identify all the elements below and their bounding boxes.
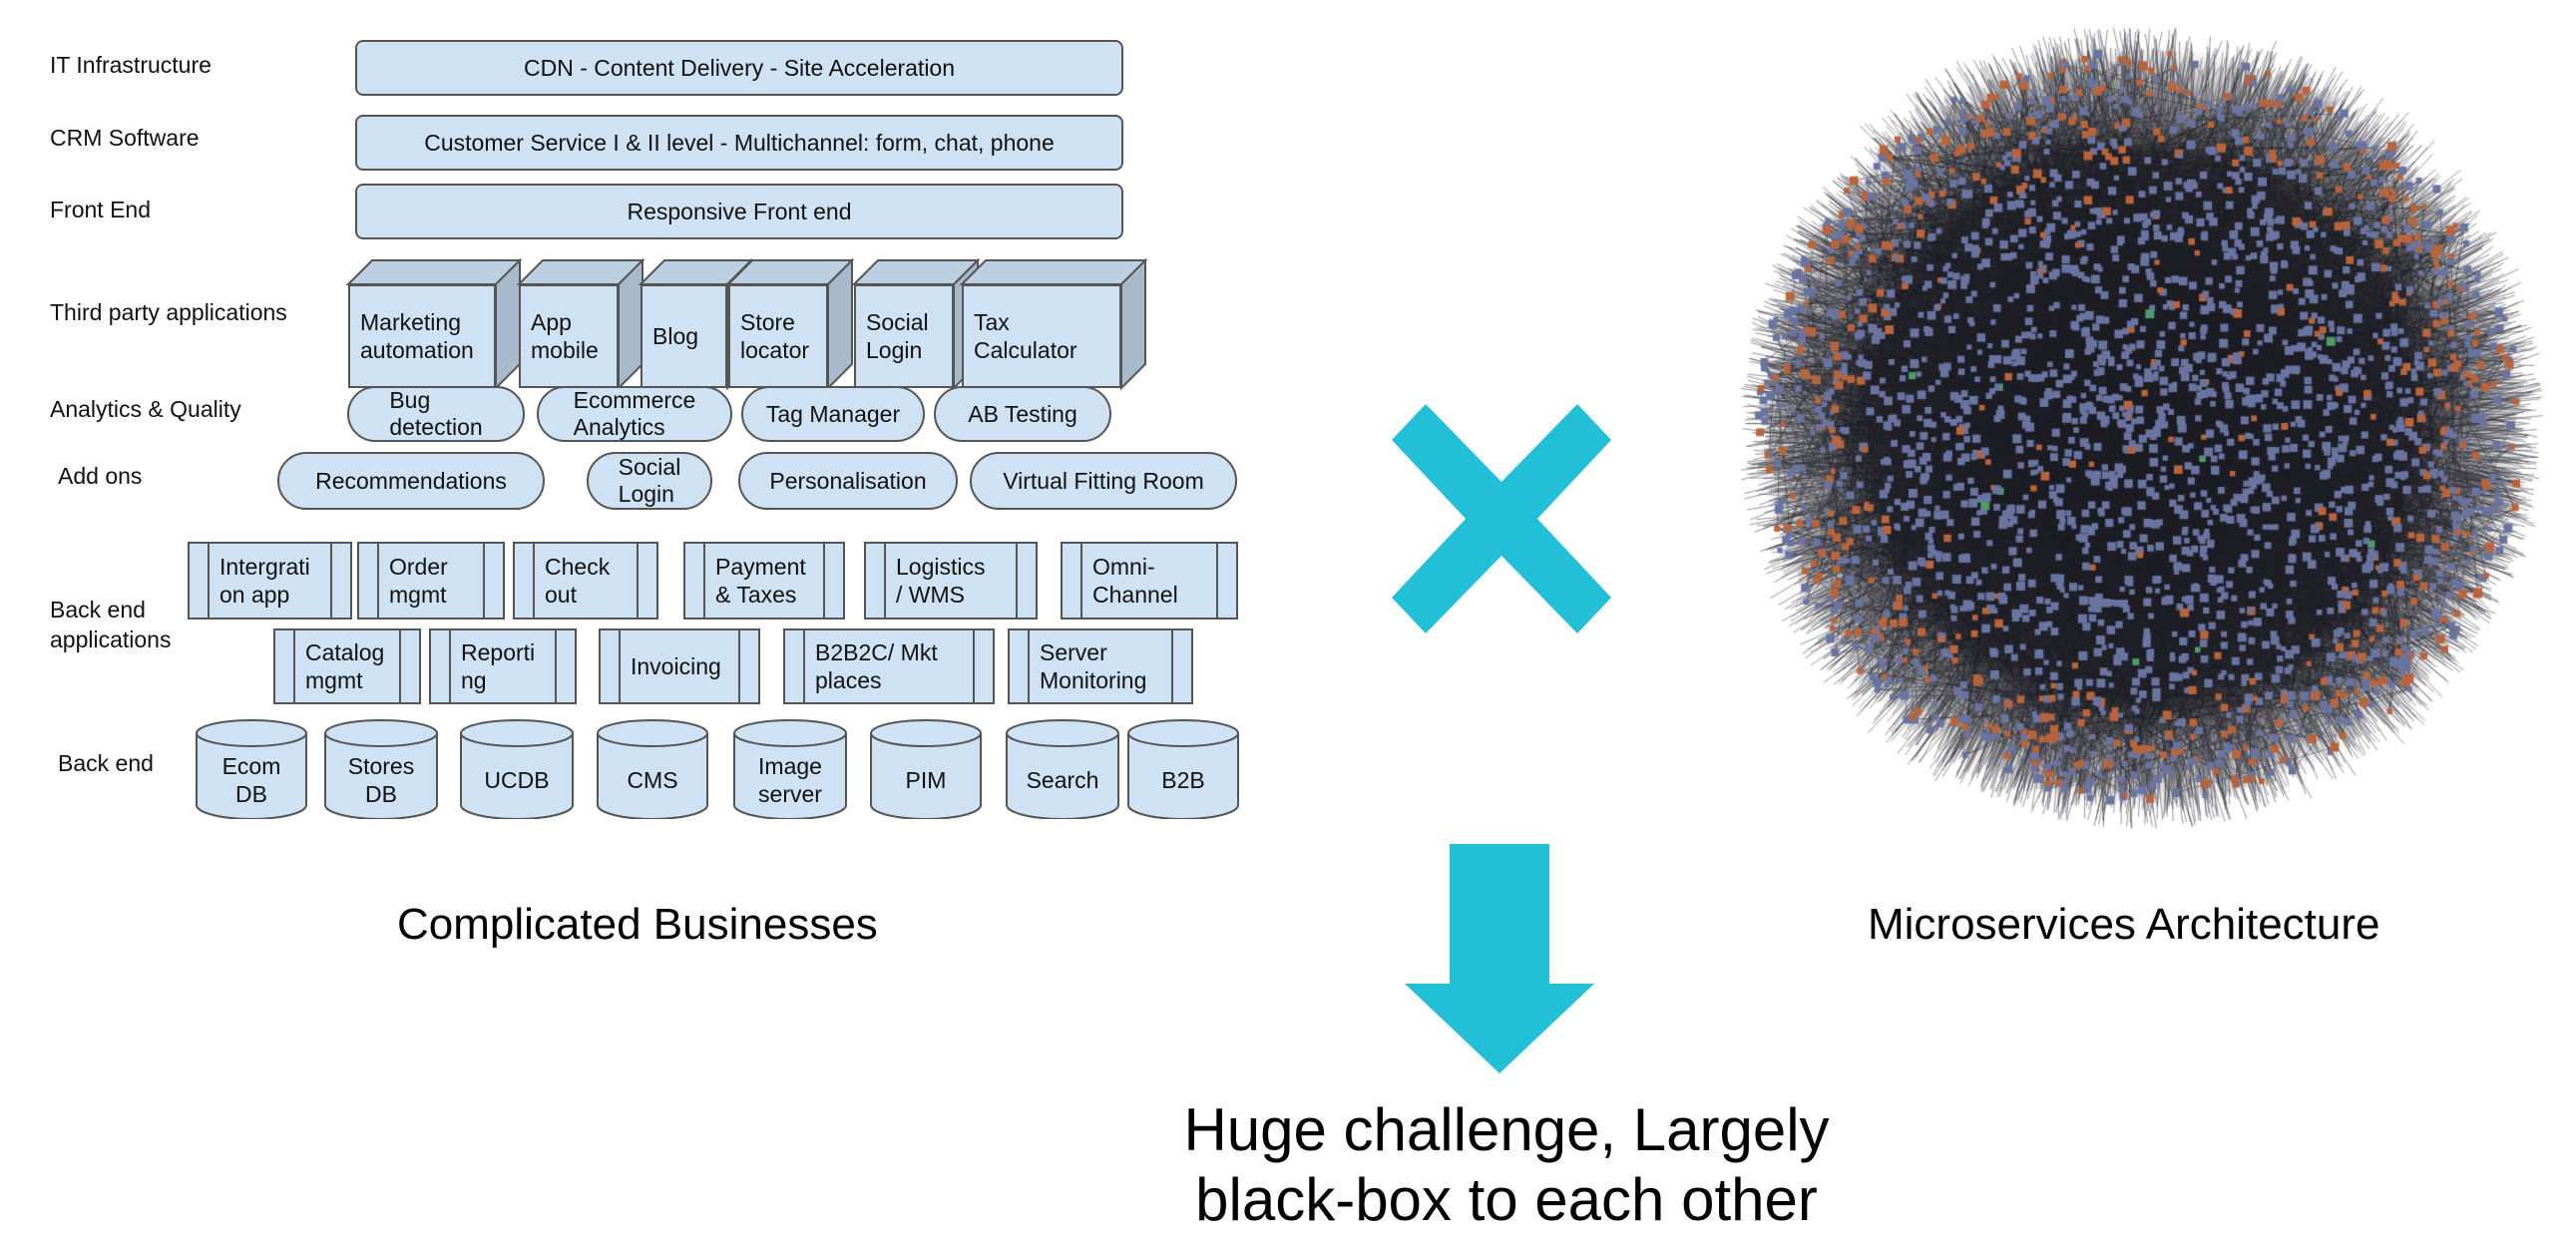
back-end-app-label: Invoicing xyxy=(631,653,721,679)
database-cylinder: B2B xyxy=(1127,719,1239,819)
back-end-app: Invoicing xyxy=(599,628,760,704)
database-label: B2B xyxy=(1161,767,1205,793)
row-label-front-end: Front End xyxy=(50,197,151,222)
third-party-app: Marketing automation xyxy=(345,257,523,391)
back-end-app-label: Server Monitoring xyxy=(1040,639,1147,693)
row-label-add-ons: Add ons xyxy=(58,463,143,489)
pill-item: Recommendations xyxy=(277,452,545,510)
database-cylinder: Stores DB xyxy=(324,719,438,819)
cdn-bar: CDN - Content Delivery - Site Accelerati… xyxy=(355,40,1123,96)
database-label: Image server xyxy=(758,753,822,807)
database-cylinder: UCDB xyxy=(460,719,574,819)
back-end-app-label: Payment & Taxes xyxy=(715,554,806,608)
database-cylinder: CMS xyxy=(597,719,708,819)
pill-item: Social Login xyxy=(587,452,712,510)
pill-item: Bug detection xyxy=(347,386,525,442)
back-end-app-label: Order mgmt xyxy=(389,554,448,608)
back-end-app: Check out xyxy=(513,542,658,620)
third-party-app: App mobile xyxy=(516,257,645,391)
third-party-app: Tax Calculator xyxy=(959,257,1148,391)
caption-complicated-businesses: Complicated Businesses xyxy=(397,900,878,949)
back-end-app-label: B2B2C/ Mkt places xyxy=(815,639,938,693)
database-label: Search xyxy=(1026,767,1099,793)
back-end-app: Logistics / WMS xyxy=(864,542,1038,620)
conclusion-text: Huge challenge, Largely black-box to eac… xyxy=(1183,1096,1830,1233)
third-party-app-label: Social Login xyxy=(854,284,954,388)
row-label-back-end: Back end xyxy=(58,750,154,776)
database-cylinder: PIM xyxy=(870,719,982,819)
caption-microservices-architecture: Microservices Architecture xyxy=(1868,900,2380,949)
database-label: UCDB xyxy=(484,767,550,793)
back-end-app-label: Intergrati on app xyxy=(219,554,310,608)
third-party-app-label: Marketing automation xyxy=(348,284,496,388)
responsive-front-end-bar: Responsive Front end xyxy=(355,184,1123,239)
row-label-back-end-applications: Back end applications xyxy=(50,597,172,652)
pill-item: AB Testing xyxy=(934,386,1111,442)
pill-item: Personalisation xyxy=(738,452,958,510)
third-party-app-label: Blog xyxy=(641,284,727,388)
back-end-app: Omni- Channel xyxy=(1061,542,1238,620)
back-end-app-label: Catalog mgmt xyxy=(305,639,385,693)
pill-item: Ecommerce Analytics xyxy=(537,386,732,442)
database-label: CMS xyxy=(627,767,678,793)
back-end-app-label: Logistics / WMS xyxy=(896,554,986,608)
database-cylinder: Search xyxy=(1006,719,1119,819)
back-end-app: Catalog mgmt xyxy=(273,628,421,704)
row-label-it-infrastructure: IT Infrastructure xyxy=(50,52,212,78)
database-cylinder: Image server xyxy=(733,719,847,819)
back-end-app: Payment & Taxes xyxy=(683,542,845,620)
customer-service-bar: Customer Service I & II level - Multicha… xyxy=(355,115,1123,171)
database-label: Stores DB xyxy=(347,753,415,807)
database-label: PIM xyxy=(905,767,947,793)
third-party-app-label: App mobile xyxy=(519,284,619,388)
row-label-third-party: Third party applications xyxy=(50,299,287,325)
third-party-app: Store locator xyxy=(725,257,855,391)
back-end-app-label: Omni- Channel xyxy=(1092,554,1178,608)
x-mark-icon xyxy=(1392,404,1611,633)
back-end-app: Reporti ng xyxy=(429,628,577,704)
third-party-app-label: Store locator xyxy=(728,284,828,388)
back-end-app-label: Reporti ng xyxy=(461,639,536,693)
third-party-app: Social Login xyxy=(851,257,981,391)
back-end-app: Server Monitoring xyxy=(1008,628,1193,704)
pill-item: Virtual Fitting Room xyxy=(970,452,1237,510)
pill-item: Tag Manager xyxy=(741,386,925,442)
third-party-app-label: Tax Calculator xyxy=(962,284,1121,388)
database-cylinder: Ecom DB xyxy=(196,719,307,819)
back-end-app: B2B2C/ Mkt places xyxy=(783,628,995,704)
arrow-down-icon xyxy=(1405,844,1594,1073)
back-end-app: Order mgmt xyxy=(357,542,505,620)
back-end-app: Intergrati on app xyxy=(188,542,352,620)
database-label: Ecom DB xyxy=(221,753,281,807)
microservices-network-graph xyxy=(1724,28,2558,834)
row-label-crm-software: CRM Software xyxy=(50,125,200,151)
back-end-app-label: Check out xyxy=(545,554,611,608)
row-label-analytics-quality: Analytics & Quality xyxy=(50,396,241,422)
